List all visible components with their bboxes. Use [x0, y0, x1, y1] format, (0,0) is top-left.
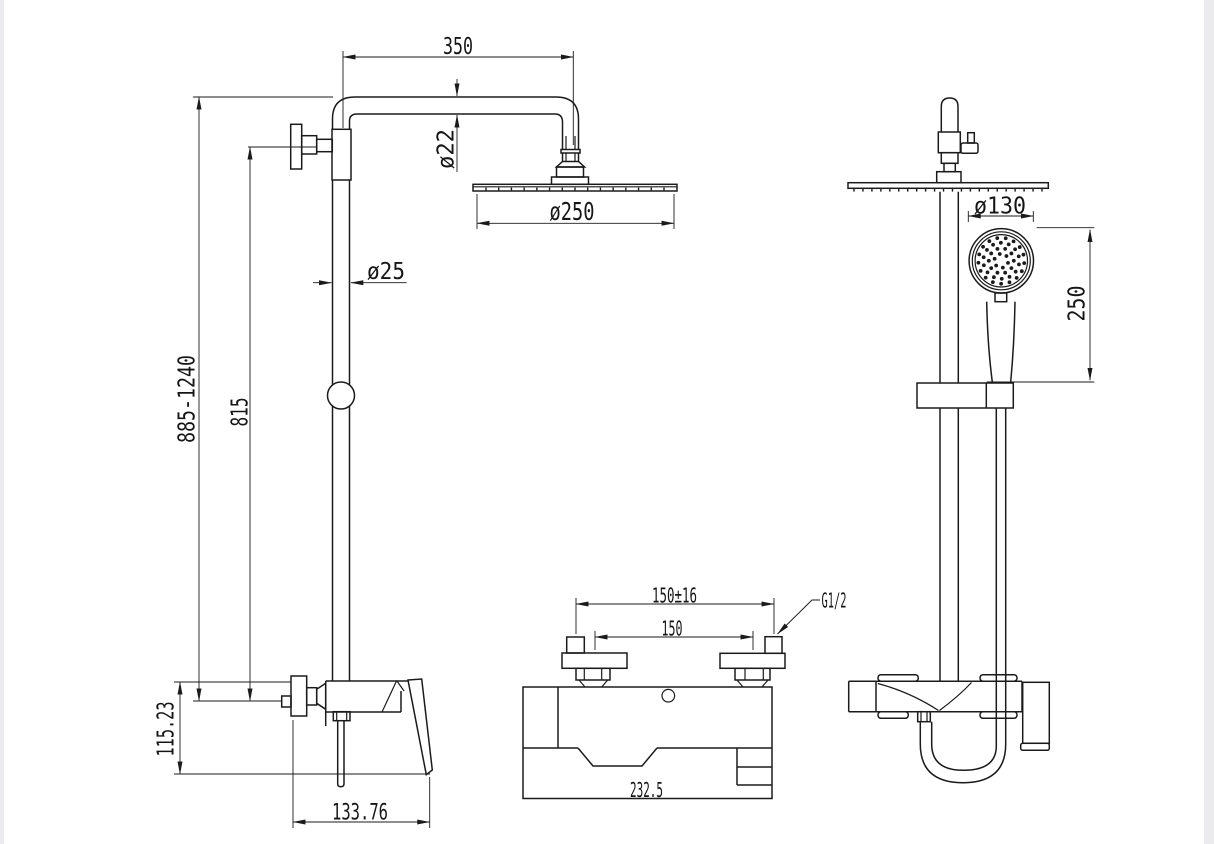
mixer-wall-flange [290, 675, 308, 717]
inlet-left [561, 636, 628, 688]
front-view-dimensions: ø130 250 [967, 194, 1095, 383]
mixer-lever-front [1021, 681, 1051, 745]
diverter-knob [960, 131, 979, 155]
dim-arm-diameter-label: ø22 [434, 129, 460, 169]
right-edge-tint [1204, 0, 1214, 844]
hand-shower [968, 227, 1035, 383]
thread-leader-line [777, 599, 820, 635]
slide-bracket [916, 382, 1015, 712]
side-view-dimensions: 350 ø22 ø250 ø25 885-1240 815 115.23 133… [154, 34, 675, 828]
elbow-front [935, 97, 962, 184]
mixer-body-front [522, 686, 773, 800]
dim-mixer-depth-label: 133.76 [332, 801, 388, 826]
hand-shower-neck [994, 292, 1008, 303]
temperature-button [661, 688, 676, 703]
dim-arm-length-label: 350 [443, 34, 473, 60]
hand-shower-handle [985, 301, 994, 383]
dim-inlet-spacing-tol-label: 150±16 [652, 584, 697, 608]
rain-head-nozzles-side [485, 187, 665, 191]
dim-overall-height-label: 885-1240 [175, 355, 201, 443]
dim-body-width-label: 232.5 [630, 778, 663, 802]
dim-head-diameter-label: ø250 [550, 197, 595, 226]
mixer-valve-front [847, 673, 1051, 752]
arm-sleeve [331, 128, 352, 181]
mixer-front-dimensions: 150±16 150 G1/2 232.5 [575, 584, 847, 802]
riser-pipe-front [939, 191, 960, 681]
dim-inlet-spacing-label: 150 [662, 617, 683, 641]
slider-knob [326, 381, 356, 410]
rain-head-front [847, 181, 1050, 192]
side-view: 350 ø22 ø250 ø25 885-1240 815 115.23 133… [154, 34, 678, 828]
rain-head-side [472, 183, 678, 192]
dim-riser-height-label: 815 [228, 398, 254, 427]
spray-face-dots [976, 236, 1027, 286]
dim-riser-diameter-label: ø25 [367, 259, 405, 285]
mixer-lever-side [407, 678, 434, 777]
riser-pipe [326, 128, 356, 681]
outlet-nut [332, 710, 351, 722]
dim-handshower-diameter-label: ø130 [974, 194, 1026, 220]
dim-inlet-thread-label: G1/2 [822, 589, 847, 613]
mixer-valve-side [280, 675, 434, 788]
hose-outlet [336, 720, 345, 788]
front-view: ø130 250 [847, 97, 1095, 784]
mixer-front-view: 150±16 150 G1/2 232.5 [522, 584, 847, 802]
shower-hose [919, 712, 1007, 784]
left-edge-tint [0, 0, 4, 844]
rain-head-nozzles-front [853, 188, 1043, 192]
shower-arm [331, 96, 590, 186]
dim-handshower-length-label: 250 [1065, 286, 1091, 322]
hose-nut [916, 710, 932, 723]
dim-mixer-height-label: 115.23 [154, 702, 180, 757]
inlet-right [719, 635, 786, 688]
